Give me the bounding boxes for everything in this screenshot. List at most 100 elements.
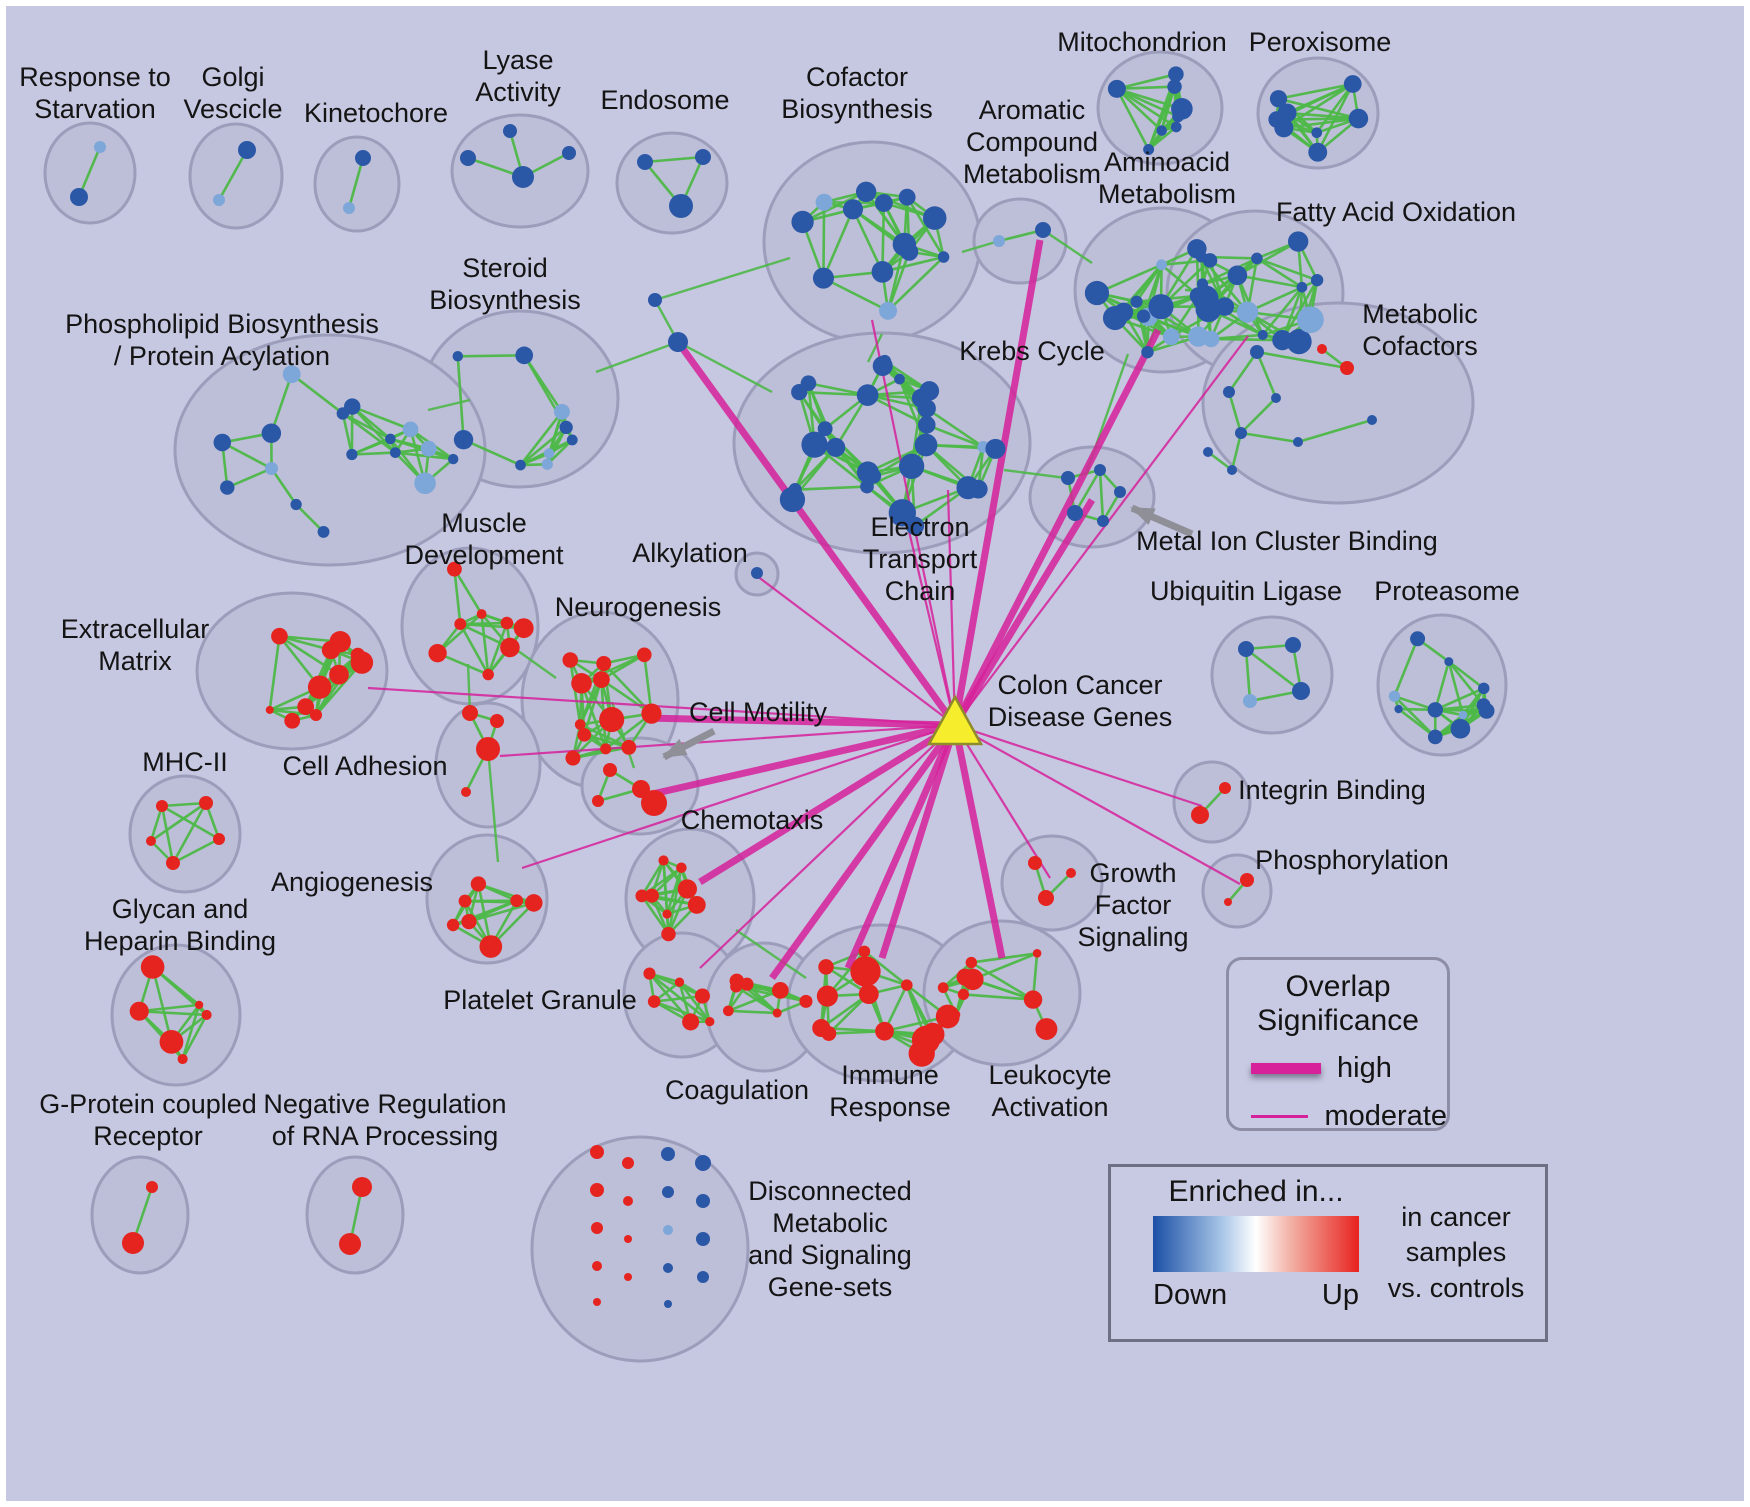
gene-set-node [935,1004,960,1029]
gene-set-node [213,833,225,845]
hub-association-edges [367,239,1249,981]
gene-set-node [515,459,526,471]
gene-set-node [402,421,419,438]
gene-set-node [1067,505,1083,521]
gene-set-node [1219,782,1231,794]
gene-set-node [1097,515,1109,527]
gene-set-node [648,293,662,307]
gene-set-node [290,498,302,511]
gene-set-node [339,1233,361,1255]
gene-set-node [194,1000,204,1010]
gene-set-node [577,727,592,742]
cluster-ellipse-ubiquitin-ligase [1210,615,1334,735]
gene-set-node [641,703,662,724]
gene-set-node [1285,637,1301,653]
gene-set-node [856,384,879,406]
gene-set-node [590,1183,604,1197]
gene-set-node [461,787,471,797]
gene-set-node [512,166,534,188]
gene-set-node [723,1005,734,1017]
gene-set-node [261,423,282,443]
gene-set-node [156,800,168,812]
gene-set-node [1203,447,1213,457]
cluster-ellipse-cell-adhesion [434,701,542,829]
gene-set-node [1394,704,1403,714]
enrichment-scale-ends: Down Up [1153,1279,1359,1312]
gene-set-node [265,705,274,714]
gene-set-node [697,1271,709,1283]
gene-set-node [1061,471,1075,485]
enrichment-scale: Enriched in... Down Up [1111,1167,1373,1339]
gene-set-node [503,124,517,138]
cluster-ellipse-disconnected-gene-sets [530,1135,750,1363]
pointer-arrow-cell-motility [662,727,716,761]
gene-set-node [1478,682,1490,695]
gene-set-node [321,640,341,660]
gene-set-node [1388,690,1401,702]
gene-set-node [663,1225,673,1235]
gene-set-node [1272,330,1293,351]
gene-set-node [674,977,685,987]
gene-set-node [554,403,570,420]
gene-set-node [878,354,892,368]
gene-set-node [637,154,653,170]
gene-set-node [914,433,938,457]
gene-set-node [985,438,1006,459]
hub-link-moderate [954,724,1051,879]
gene-set-node [812,1019,831,1038]
gene-set-node [922,206,947,230]
cluster-ellipse-golgi-vescicle [188,122,284,230]
gene-set-node [850,956,881,987]
cluster-ellipse-glycan-heparin-binding [110,943,242,1087]
gene-set-node [317,525,330,538]
gene-set-node [297,698,315,716]
gene-set-node [696,1232,710,1246]
cluster-ellipse-g-protein-coupled-receptor [90,1155,190,1275]
gene-set-node [812,267,834,289]
gene-set-node [644,888,659,903]
gene-set-node [389,447,401,458]
high-significance-swatch [1251,1063,1321,1075]
gene-set-node [662,1186,674,1198]
gene-set-node [694,988,710,1004]
gene-set-node [962,968,984,991]
gene-set-node [1311,127,1323,139]
gene-set-node [166,856,180,870]
gene-set-node [596,655,612,672]
gene-set-node [482,668,494,681]
gene-set-node [603,763,617,777]
gene-set-node [70,188,88,206]
gene-set-node [771,982,789,999]
moderate-significance-label: moderate [1324,1100,1447,1133]
gene-set-node [1340,361,1354,375]
gene-set-node [1236,301,1259,323]
gene-set-node [448,453,459,465]
gene-set-node [1240,873,1254,887]
colon-cancer-hub-node [926,694,984,746]
gene-set-node [1038,890,1054,906]
gene-set-node [661,1147,675,1161]
gene-set-node [874,194,893,212]
gene-set-node [957,988,970,1001]
gene-set-node [238,141,256,159]
gene-set-node [772,1008,782,1018]
gene-set-node [860,479,874,494]
gene-set-node [1235,427,1247,439]
gene-set-node [643,967,656,980]
gene-set-node [476,737,500,761]
gene-set-node [687,895,706,914]
gene-set-node [635,889,649,903]
gene-set-node [140,955,165,979]
gene-set-node [641,790,667,816]
hub-link-moderate [699,724,956,969]
gene-set-node [1094,464,1106,476]
gene-set-node [647,995,661,1008]
gene-set-node [1271,393,1281,403]
gene-set-node [917,399,936,418]
gene-set-node [447,561,462,577]
gene-set-node [264,461,279,475]
high-significance-row: high [1251,1052,1447,1085]
gene-set-node [284,712,301,729]
gene-set-node [513,618,534,639]
hub-link-moderate [954,335,1249,726]
